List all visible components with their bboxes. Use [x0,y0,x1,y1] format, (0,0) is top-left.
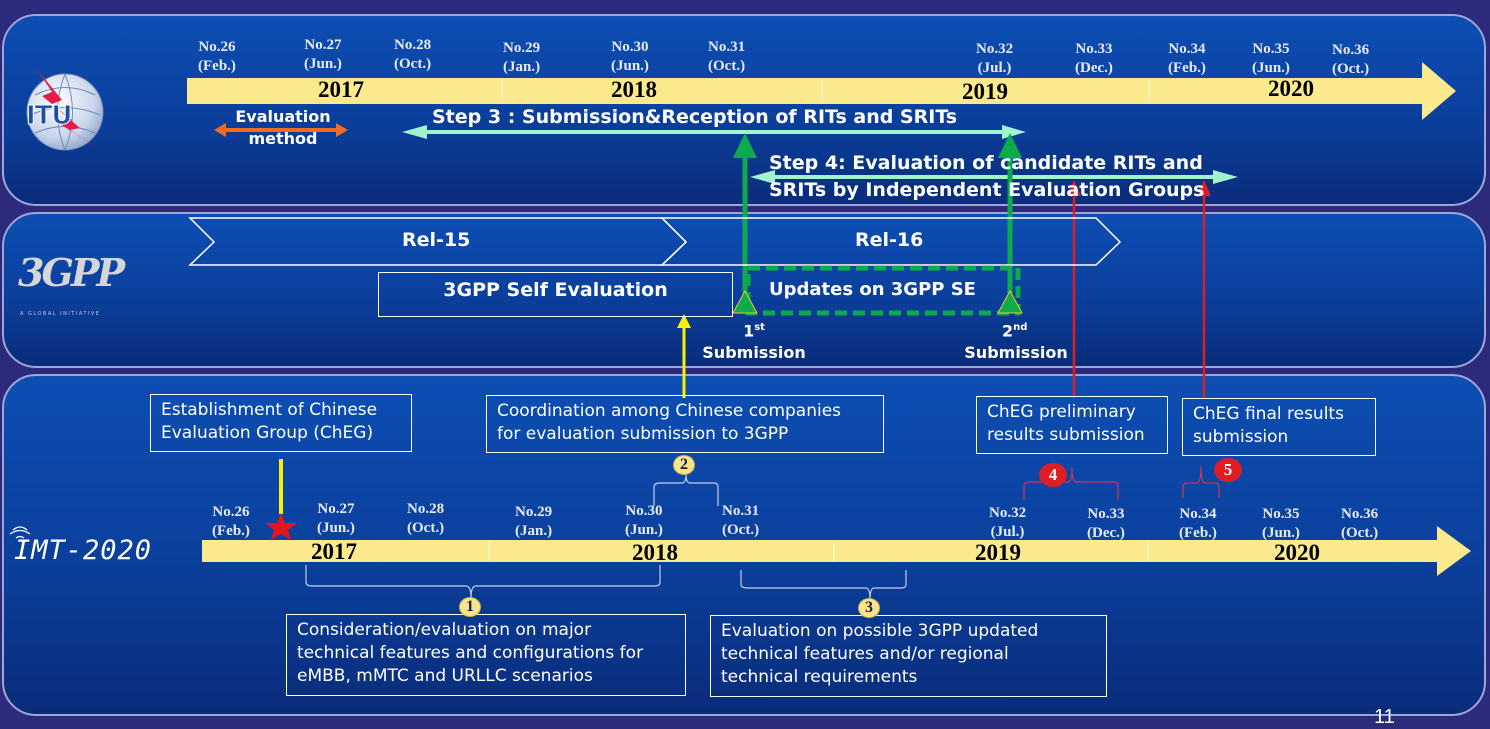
first-submission-label: 1st Submission [702,321,806,363]
imt-meeting-35: No.35(Jun.) [1262,506,1300,541]
imt2020-logo-text: IMT-2020 [14,535,153,566]
self-evaluation-box: 3GPP Self Evaluation [378,272,733,317]
imt-year-2019: 2019 [975,540,1021,565]
cheg-preliminary-arrow [1067,180,1081,398]
first-submission-marker-icon [732,289,758,314]
itu-logo-text: ITU [26,101,74,132]
brace-4 [1023,467,1119,500]
itu-meeting-33: No.33(Dec.) [1075,41,1113,76]
badge-5: 5 [1214,458,1242,482]
evaluation-method-arrow [214,123,348,137]
itu-meeting-30: No.30(Jun.) [611,39,649,74]
imt-meeting-31: No.31(Oct.) [722,503,760,538]
3gpp-logo-tagline: A GLOBAL INITIATIVE [20,311,101,317]
second-submission-arrow [998,133,1022,300]
itu-meeting-26: No.26(Feb.) [198,39,236,74]
page-number: 11 [1374,706,1395,728]
imt-year-2018: 2018 [632,540,678,565]
itu-meeting-27: No.27(Jun.) [304,37,342,72]
imt-year-2017: 2017 [311,539,357,564]
itu-year-2019: 2019 [962,79,1008,104]
step3-arrow [402,125,1026,139]
step3-label: Step 3 : Submission&Reception of RITs an… [432,106,958,128]
itu-timeline-arrow [187,62,1456,120]
brace-1 [305,565,661,599]
itu-year-2017: 2017 [318,77,364,102]
imt-meeting-32: No.32(Jul.) [989,505,1027,540]
brace-5 [1182,465,1220,498]
second-submission-marker-icon [997,289,1023,314]
badge-3: 3 [858,598,880,618]
updates-dashed-box [745,265,1021,316]
imt-timeline-arrow [202,526,1471,576]
3gpp-logo-text: 3GPP [18,250,125,295]
first-submission-arrow [733,133,757,300]
itu-logo-icon [26,68,104,152]
rel16-chevron [660,217,1122,266]
itu-meeting-35: No.35(Jun.) [1252,41,1290,76]
itu-meeting-34: No.34(Feb.) [1168,41,1206,76]
itu-year-2020: 2020 [1268,76,1314,101]
badge-4: 4 [1039,463,1067,487]
itu-meeting-29: No.29(Jan.) [503,40,541,75]
step4-label: Step 4: Evaluation of candidate RITs and… [769,152,1205,201]
cheg-final-arrow [1197,180,1211,398]
itu-year-2018: 2018 [611,77,657,102]
itu-meeting-36: No.36(Oct.) [1332,42,1370,77]
itu-meeting-28: No.28(Oct.) [394,37,432,72]
imt-wave-icon [9,526,31,539]
imt-meeting-27: No.27(Jun.) [317,501,355,536]
imt-meeting-36: No.36(Oct.) [1341,506,1379,541]
imt-meeting-28: No.28(Oct.) [407,501,445,536]
itu-meeting-31: No.31(Oct.) [708,39,746,74]
coordination-arrow [677,314,691,398]
brace-2 [653,473,719,506]
imt-meeting-30: No.30(Jun.) [625,503,663,538]
itu-meeting-32: No.32(Jul.) [976,41,1014,76]
step4-arrow [750,170,1238,184]
badge-1: 1 [459,597,481,617]
imt-meeting-34: No.34(Feb.) [1179,506,1217,541]
rel16-label: Rel-16 [855,229,924,251]
badge-2: 2 [673,455,695,475]
establishment-star-icon [265,513,297,540]
brace-3 [740,570,907,601]
imt-meeting-29: No.29(Jan.) [515,504,553,539]
second-submission-label: 2nd Submission [964,321,1068,363]
imt-meeting-33: No.33(Dec.) [1087,506,1125,541]
updates-label: Updates on 3GPP SE [769,279,976,300]
imt-year-2020: 2020 [1274,540,1320,565]
imt-meeting-26: No.26(Feb.) [212,504,250,539]
rel15-label: Rel-15 [402,229,471,251]
